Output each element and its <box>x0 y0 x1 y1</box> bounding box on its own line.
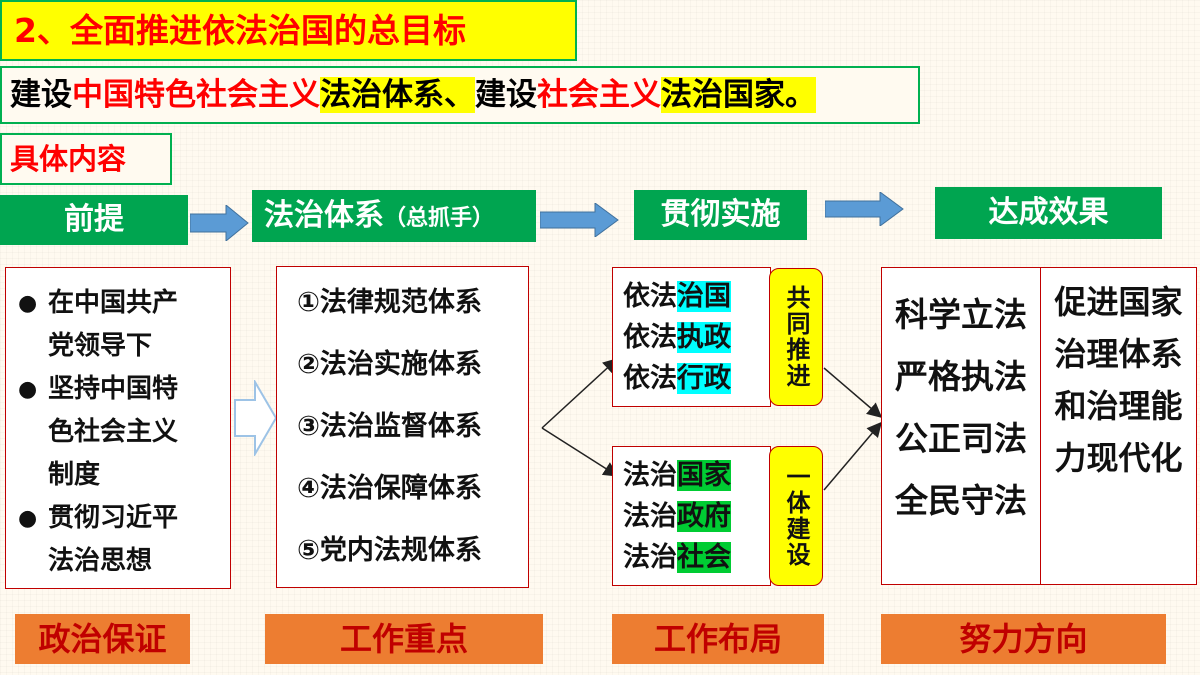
goal-part-3: 法治体系、 <box>320 77 475 113</box>
footer-effort-direction: 努力方向 <box>881 614 1166 664</box>
row-key: 国家 <box>677 460 731 491</box>
goal-part-1: 建设 <box>10 77 72 113</box>
effect-item: 公正司法 <box>895 419 1027 458</box>
implement-row: 依法行政 <box>613 358 770 399</box>
premise-text: 坚持中国特色社会主义制度 <box>48 374 179 490</box>
effect-item: 严格执法 <box>895 357 1027 396</box>
row-prefix: 法治 <box>623 460 677 491</box>
implement-row: 法治国家 <box>613 455 770 496</box>
row-key: 治国 <box>677 281 731 312</box>
implement-top-box: 依法治国 依法执政 依法行政 <box>612 267 771 407</box>
header-effects: 达成效果 <box>935 187 1162 239</box>
row-prefix: 依法 <box>623 322 677 353</box>
bullet-icon: ● <box>18 506 38 531</box>
row-prefix: 依法 <box>623 363 677 394</box>
implement-row: 依法治国 <box>613 276 770 317</box>
premise-text: 在中国共产党领导下 <box>48 288 179 361</box>
row-key: 社会 <box>677 542 731 573</box>
content-label: 具体内容 <box>0 133 172 185</box>
effects-box: 科学立法 严格执法 公正司法 全民守法 <box>881 267 1041 585</box>
row-prefix: 法治 <box>623 501 677 532</box>
premise-item: ● 在中国共产党领导下 <box>18 282 224 368</box>
page-title: 2、全面推进依法治国的总目标 <box>0 0 577 61</box>
system-item: ⑤党内法规体系 <box>297 535 482 566</box>
header-implement: 贯彻实施 <box>634 190 807 240</box>
header-rule-of-law-label: 法治体系 <box>264 198 384 233</box>
row-key: 行政 <box>677 363 731 394</box>
systems-box: ①法律规范体系 ②法治实施体系 ③法治监督体系 ④法治保障体系 ⑤党内法规体系 <box>276 266 529 588</box>
row-key: 执政 <box>677 322 731 353</box>
arrow-right-icon <box>825 192 904 226</box>
tag-joint-advance: 共同推进 <box>769 268 823 406</box>
implement-row: 依法执政 <box>613 317 770 358</box>
header-rule-of-law-system: 法治体系（总抓手） <box>252 190 536 242</box>
premise-box: ● 在中国共产党领导下 ● 坚持中国特色社会主义制度 ● 贯彻习近平法治思想 <box>5 267 231 589</box>
goal-part-2: 中国特色社会主义 <box>72 77 320 113</box>
row-prefix: 依法 <box>623 281 677 312</box>
premise-item: ● 坚持中国特色社会主义制度 <box>18 368 224 497</box>
bullet-icon: ● <box>18 291 38 316</box>
header-rule-of-law-sub: （总抓手） <box>384 206 495 231</box>
premise-text: 贯彻习近平法治思想 <box>48 503 179 576</box>
arrow-right-icon <box>540 203 619 237</box>
arrow-right-icon <box>190 205 249 241</box>
effect-item: 全民守法 <box>895 481 1027 520</box>
row-key: 政府 <box>677 501 731 532</box>
goal-statement: 建设中国特色社会主义法治体系、建设社会主义法治国家。 <box>0 66 920 124</box>
governance-goal-box: 促进国家治理体系和治理能力现代化 <box>1040 267 1197 585</box>
footer-political-guarantee: 政治保证 <box>15 614 190 664</box>
footer-work-focus: 工作重点 <box>265 614 543 664</box>
system-item: ④法治保障体系 <box>297 473 482 504</box>
header-premise: 前提 <box>0 195 188 245</box>
row-prefix: 法治 <box>623 542 677 573</box>
implement-row: 法治政府 <box>613 496 770 537</box>
system-item: ③法治监督体系 <box>297 411 482 442</box>
bullet-icon: ● <box>18 377 38 402</box>
tag-integrated-build: 一体建设 <box>769 446 823 586</box>
goal-part-4: 建设 <box>475 77 537 113</box>
hollow-arrow-icon <box>234 380 278 456</box>
merge-arrows-icon <box>823 367 883 491</box>
implement-bottom-box: 法治国家 法治政府 法治社会 <box>612 446 771 586</box>
footer-work-layout: 工作布局 <box>612 614 824 664</box>
goal-part-5: 社会主义 <box>537 77 661 113</box>
system-item: ①法律规范体系 <box>297 287 482 318</box>
premise-item: ● 贯彻习近平法治思想 <box>18 497 224 583</box>
system-item: ②法治实施体系 <box>297 349 482 380</box>
implement-row: 法治社会 <box>613 537 770 578</box>
effect-item: 科学立法 <box>895 295 1027 334</box>
goal-part-6: 法治国家。 <box>661 77 816 113</box>
split-arrows-icon <box>541 357 619 477</box>
